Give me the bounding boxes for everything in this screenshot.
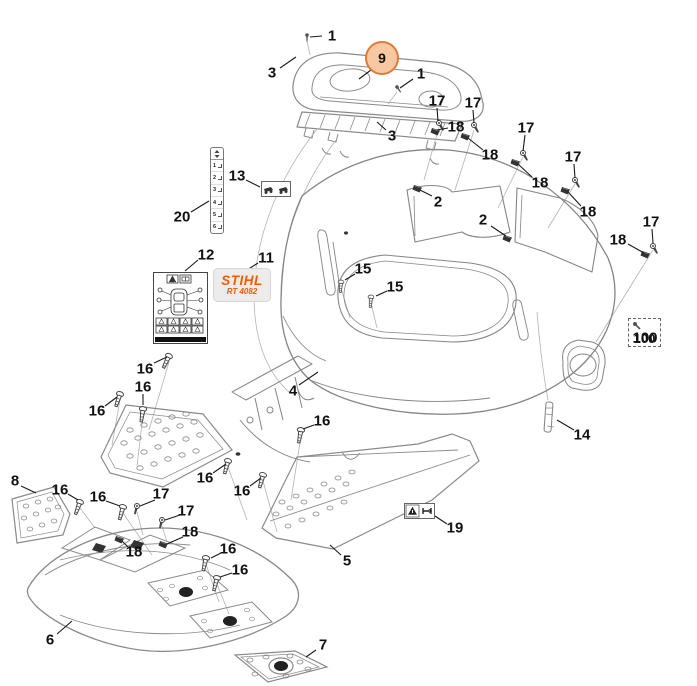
part-callout-18[interactable]: 18 — [481, 146, 499, 164]
part-callout-17[interactable]: 17 — [428, 92, 446, 110]
part-callout-19[interactable]: 19 — [446, 519, 464, 537]
height-scale-row: 3 — [211, 185, 223, 197]
part-callout-15[interactable]: 15 — [386, 278, 404, 296]
part-callout-16[interactable]: 16 — [134, 378, 152, 396]
height-scale-row: 4 — [211, 197, 223, 210]
part-callout-5[interactable]: 5 — [342, 552, 352, 570]
part-callout-17[interactable]: 17 — [517, 119, 535, 137]
part-callout-17[interactable]: 17 — [152, 485, 170, 503]
sticker-black-bar — [155, 337, 206, 342]
part-callout-18[interactable]: 18 — [579, 203, 597, 221]
part-callout-18[interactable]: 18 — [181, 523, 199, 541]
warning-blade-pictogram — [405, 504, 433, 518]
part-callout-17[interactable]: 17 — [177, 502, 195, 520]
part-callout-1[interactable]: 1 — [416, 65, 426, 83]
hood-part — [231, 148, 616, 463]
part-callout-17[interactable]: 17 — [642, 213, 660, 231]
part-callout-17[interactable]: 17 — [464, 94, 482, 112]
part-callout-16[interactable]: 16 — [136, 360, 154, 378]
truss-structure — [231, 355, 315, 463]
reference-box[interactable]: 100 — [628, 318, 661, 347]
part-callout-18[interactable]: 18 — [125, 543, 143, 561]
height-scale-row: 1 — [211, 160, 223, 173]
part-callout-8[interactable]: 8 — [10, 472, 20, 490]
part-callout-4[interactable]: 4 — [288, 382, 298, 400]
part-callout-2[interactable]: 2 — [433, 193, 443, 211]
part-callout-16[interactable]: 16 — [51, 481, 69, 499]
safety-sticker — [153, 272, 208, 344]
part-callout-9[interactable]: 9 — [365, 41, 399, 75]
fender-part — [26, 526, 300, 653]
model-text: RT 4082 — [226, 287, 258, 296]
height-scale-row: 2 — [211, 172, 223, 185]
reference-number: 100 — [633, 331, 656, 346]
panel-2-left — [406, 184, 511, 243]
height-scale-row: 6 — [211, 222, 223, 233]
part-callout-17[interactable]: 17 — [564, 148, 582, 166]
part-callout-16[interactable]: 16 — [89, 488, 107, 506]
part-callout-12[interactable]: 12 — [197, 246, 215, 264]
cap-recess — [562, 339, 606, 391]
part-callout-6[interactable]: 6 — [45, 631, 55, 649]
part-callout-16[interactable]: 16 — [88, 402, 106, 420]
part-callout-20[interactable]: 20 — [173, 208, 191, 226]
panel-2-right — [514, 187, 599, 273]
part-callout-16[interactable]: 16 — [313, 412, 331, 430]
warning-decal — [404, 503, 435, 519]
part-callout-18[interactable]: 18 — [609, 231, 627, 249]
tray5-part — [261, 433, 480, 550]
part-callout-18[interactable]: 18 — [531, 174, 549, 192]
brand-text: STIHL — [221, 273, 263, 288]
safety-pictograms — [155, 274, 204, 334]
mower-decal — [261, 181, 291, 197]
part-callout-15[interactable]: 15 — [354, 260, 372, 278]
plate8-part — [11, 486, 71, 544]
part-callout-11[interactable]: 11 — [258, 249, 274, 267]
part-callout-1[interactable]: 1 — [327, 27, 337, 45]
part-callout-18[interactable]: 18 — [447, 118, 465, 136]
height-scale-icon — [211, 148, 223, 160]
mower-pictograms — [264, 187, 288, 194]
rod-part — [543, 401, 555, 433]
part-callout-2[interactable]: 2 — [478, 211, 488, 229]
part-callout-16[interactable]: 16 — [196, 469, 214, 487]
plate7-part — [233, 650, 329, 683]
part-callout-3[interactable]: 3 — [387, 127, 397, 145]
part-callout-100[interactable]: 100 — [632, 329, 658, 347]
part-callout-16[interactable]: 16 — [231, 561, 249, 579]
part-callout-16[interactable]: 16 — [219, 540, 237, 558]
brand-badge: STIHL RT 4082 — [213, 268, 271, 302]
part-callout-3[interactable]: 3 — [267, 64, 277, 82]
part-callout-7[interactable]: 7 — [318, 636, 328, 654]
tray-part — [292, 52, 484, 165]
height-scale-row: 5 — [211, 209, 223, 222]
part-callout-13[interactable]: 13 — [228, 167, 246, 185]
footplate-part — [100, 404, 233, 488]
part-callout-16[interactable]: 16 — [233, 482, 251, 500]
screw-icon — [633, 322, 641, 330]
part-callout-14[interactable]: 14 — [573, 426, 591, 444]
